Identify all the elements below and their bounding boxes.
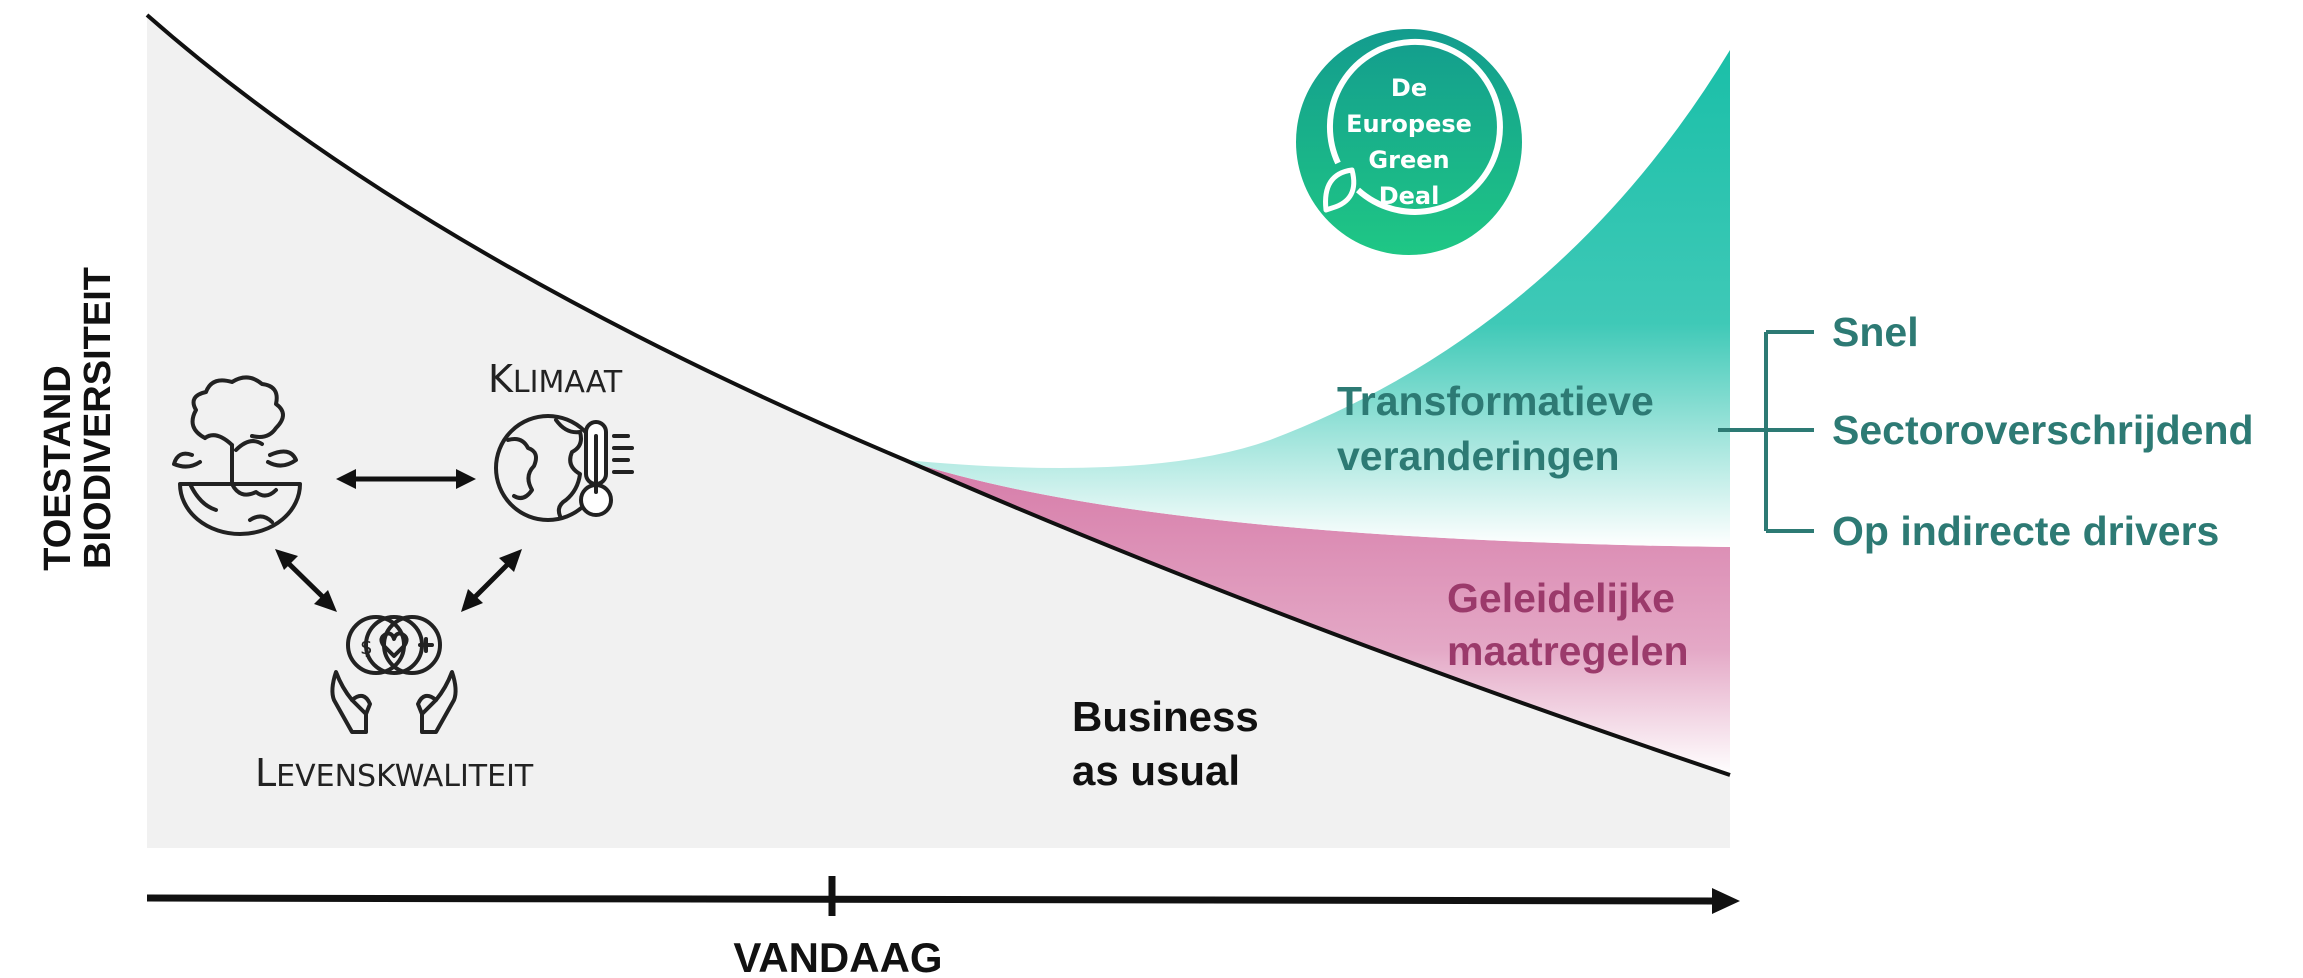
background-area: [147, 15, 1730, 848]
bau-label-line2: as usual: [1072, 747, 1240, 794]
gradual-label-line2: maatregelen: [1447, 628, 1689, 674]
transform-label-line1: Transformatieve: [1337, 378, 1654, 424]
transformative-change-area: [905, 50, 1730, 547]
logo-line-4: Deal: [1379, 182, 1440, 210]
business-as-usual-line: [145, 13, 1731, 777]
y-axis-label-line2: BIODIVERSITEIT: [77, 267, 119, 569]
levenskwaliteit-label: LEVENSKWALITEIT: [255, 751, 534, 795]
today-label: VANDAAG: [733, 934, 942, 978]
climate-icon: [494, 414, 634, 522]
green-deal-logo: De Europese Green Deal: [1296, 29, 1522, 255]
klimaat-leven-arrow: [461, 549, 522, 612]
klimaat-label: KLIMAAT: [488, 357, 623, 401]
biodiversity-icon: [172, 375, 302, 536]
quality-fast: Snel: [1832, 309, 1919, 355]
logo-line-3: Green: [1368, 146, 1449, 174]
quality-cross-sector: Sectoroverschrijdend: [1832, 407, 2254, 453]
leaf-icon: [1323, 167, 1357, 213]
transform-label-line2: veranderingen: [1337, 433, 1620, 479]
logo-line-2: Europese: [1346, 110, 1472, 138]
svg-text:$: $: [360, 635, 373, 659]
y-axis-label-line1: TOESTAND: [37, 365, 79, 571]
time-axis-arrowhead: [1712, 888, 1740, 914]
bau-label-line1: Business: [1072, 693, 1259, 740]
time-axis: [146, 894, 1716, 905]
qualities-bracket: [1718, 330, 1814, 533]
gradual-label-line1: Geleidelijke: [1447, 575, 1675, 621]
quality-indirect-drivers: Op indirecte drivers: [1832, 508, 2219, 554]
gradual-measures-area: [905, 460, 1730, 775]
wellbeing-icon: $: [330, 615, 458, 734]
logo-line-1: De: [1391, 74, 1427, 102]
bio-leven-arrow: [275, 549, 337, 612]
bio-klimaat-arrow: [336, 469, 476, 489]
